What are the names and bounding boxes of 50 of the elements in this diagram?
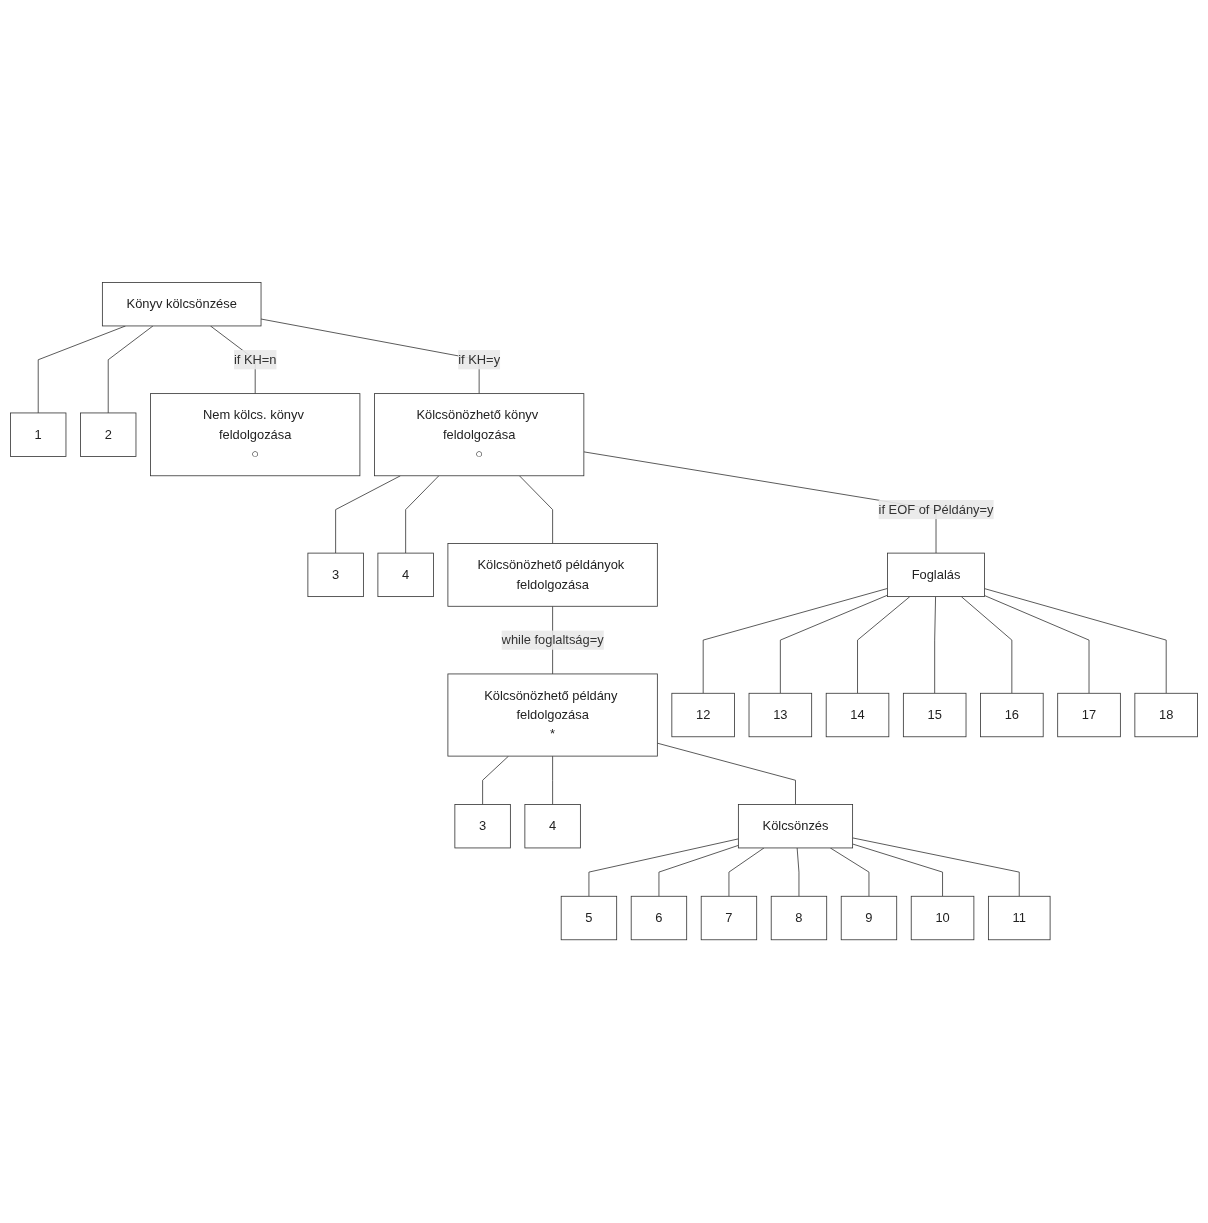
node-box: 1 (10, 412, 67, 458)
node-box: 4 (524, 804, 581, 849)
connector (779, 595, 888, 695)
connector (702, 588, 888, 695)
edge-label: while foglaltság=y (501, 633, 604, 647)
connector (552, 756, 554, 806)
node-box: Foglalás (887, 553, 985, 598)
node-box: 7 (700, 896, 758, 941)
connector (260, 319, 480, 395)
node-box: 12 (671, 693, 735, 738)
connector (852, 837, 1020, 898)
node-box: 10 (910, 896, 975, 941)
node-box: 14 (825, 693, 890, 738)
edge-label: if KH=n (233, 352, 277, 367)
connector (984, 595, 1090, 695)
node-box: 11 (987, 896, 1051, 941)
node-box: 13 (748, 693, 813, 738)
connector (656, 743, 796, 806)
connector (519, 475, 554, 545)
node-box: 5 (560, 896, 618, 941)
connector (107, 325, 154, 414)
edge-label: if KH=y (458, 352, 501, 367)
node-box: 15 (902, 693, 967, 738)
node-box: 9 (840, 896, 898, 941)
node-box: 3 (307, 553, 364, 598)
connector (405, 475, 440, 554)
connector (482, 756, 509, 806)
edge-label: if EOF of Példány=y (878, 502, 994, 517)
connector (852, 844, 943, 898)
node-box: Könyv kölcsönzése (101, 282, 262, 327)
node-box: Kölcsönözhető könyv feldolgozása ○ (374, 393, 585, 477)
connector (934, 596, 936, 695)
connector (588, 838, 739, 898)
node-box: Kölcsönzés (737, 804, 854, 849)
node-box: 2 (80, 412, 137, 458)
node-box: 8 (770, 896, 828, 941)
node-box: 18 (1134, 693, 1198, 738)
connector (728, 847, 765, 898)
node-box: Nem kölcs. könyv feldolgozása ○ (150, 393, 361, 477)
node-box: 16 (980, 693, 1044, 738)
node-box: 4 (377, 553, 434, 598)
connector (658, 845, 739, 898)
node-box: Kölcsönözhető példányok feldolgozása (447, 543, 658, 608)
node-box: Kölcsönözhető példány feldolgozása * (447, 673, 658, 757)
node-box: 3 (454, 804, 511, 849)
connector (796, 847, 800, 898)
connector (984, 588, 1167, 695)
node-box: 6 (630, 896, 688, 941)
node-box: 17 (1057, 693, 1121, 738)
connector (857, 596, 911, 695)
